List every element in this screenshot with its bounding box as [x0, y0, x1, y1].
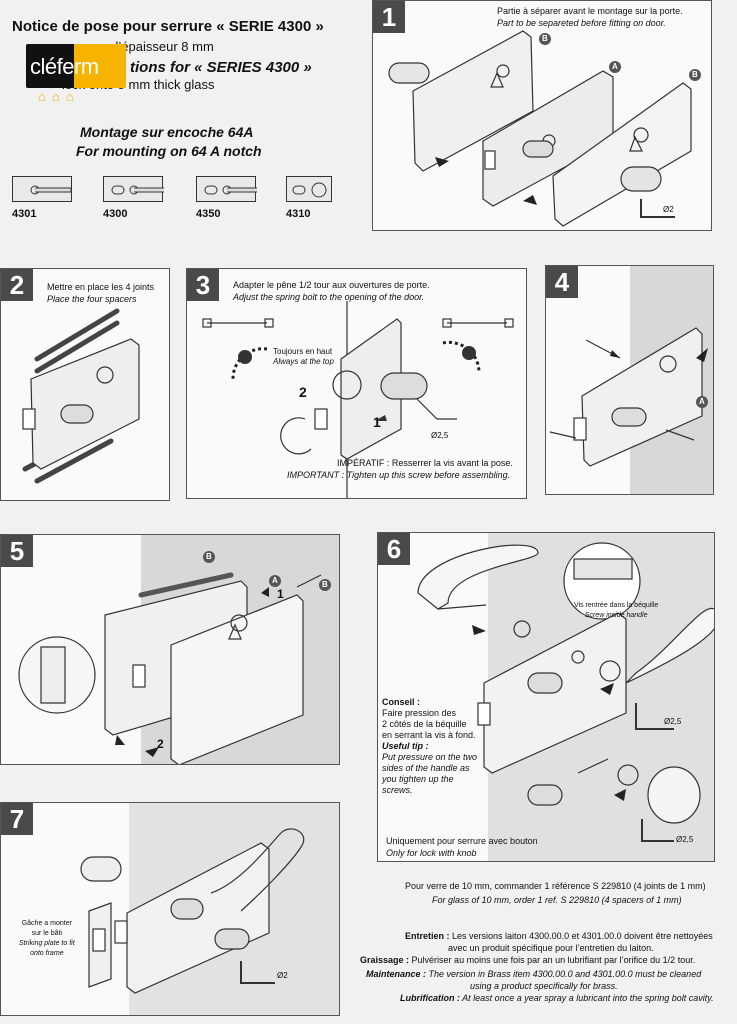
step-number: 3: [187, 269, 219, 301]
logo-text: cléferm: [30, 54, 99, 79]
label-a: A: [699, 397, 705, 406]
step-number: 2: [1, 269, 33, 301]
allen-key-size: Ø2,5: [664, 717, 682, 726]
graissage-note: Graissage : Pulvériser au moins une fois…: [360, 955, 696, 965]
step-7-panel: 7 Gâche a monter sur le bâti Striking pl…: [0, 802, 340, 1016]
step-4-panel: 4 A: [545, 265, 714, 495]
label-b: B: [542, 34, 548, 43]
handle-fitting-illustration: [417, 542, 714, 842]
model-4350: 4350: [196, 176, 257, 220]
label-b: B: [322, 580, 328, 589]
lock-thumbnail-icon: [196, 176, 257, 202]
glass-10mm-note-en: For glass of 10 mm, order 1 ref. S 22981…: [432, 895, 682, 905]
entretien-note-2: avec un produit spécifique pour l’entret…: [448, 943, 654, 953]
step-3-panel: 3 Adapter le pêne 1/2 tour aux ouverture…: [186, 268, 527, 499]
step-marker-2: 2: [299, 384, 307, 400]
step-number: 6: [378, 533, 410, 565]
lock-thumbnail-icon: [286, 176, 332, 202]
lock-thumbnail-icon: [12, 176, 72, 202]
logo-house-icons: ⌂⌂⌂: [38, 89, 80, 104]
allen-key-size: Ø2: [277, 971, 288, 980]
spacers-illustration: [22, 308, 140, 484]
lock-exploded-illustration: [388, 30, 701, 227]
step-marker-2: 2: [157, 737, 164, 751]
entretien-note: Entretien : Les versions laiton 4300.00.…: [405, 931, 713, 941]
striking-plate-illustration: [80, 828, 305, 994]
lock-assembly-illustration: [18, 551, 331, 764]
glass-10mm-note-fr: Pour verre de 10 mm, commander 1 référen…: [405, 881, 706, 891]
important-note: IMPORTANT : Tighten up this screw before…: [287, 470, 511, 480]
step-marker-1: 1: [277, 587, 284, 601]
allen-key-size: Ø2,5: [431, 431, 449, 440]
label-b: B: [692, 70, 698, 79]
lock-thumbnail-icon: [103, 176, 164, 202]
spring-bolt-illustration: [202, 301, 514, 498]
step-6-panel: 6 Vis rentrée dans la béqui: [377, 532, 715, 862]
step-marker-1: 1: [373, 414, 381, 430]
title-fr: Notice de pose pour serrure « SERIE 4300…: [12, 18, 324, 35]
step-1-caption: Partie à séparer avant le montage sur la…: [497, 6, 683, 28]
step-number: 1: [373, 1, 405, 33]
model-4300: 4300: [103, 176, 164, 220]
knob-only-note: Uniquement pour serrure avec bouton Only…: [386, 836, 538, 858]
step-number: 5: [1, 535, 33, 567]
maintenance-note-2: using a product specifically for brass.: [470, 981, 618, 991]
label-b: B: [206, 552, 212, 561]
maintenance-note: Maintenance : The version in Brass item …: [366, 969, 702, 979]
step-3-caption: Adapter le pêne 1/2 tour aux ouvertures …: [233, 280, 430, 302]
allen-key-size: Ø2,5: [676, 835, 694, 844]
label-a: A: [272, 576, 278, 585]
lubrication-note: Lubrification : At least once a year spr…: [400, 993, 714, 1003]
label-a: A: [612, 62, 618, 71]
model-4301: 4301: [12, 176, 72, 220]
step-5-panel: 5 B A B 1 2: [0, 534, 340, 765]
brand-logo: cléferm: [26, 44, 126, 88]
model-4310: 4310: [286, 176, 332, 220]
imperatif-note: IMPÉRATIF : Resserrer la vis avant la po…: [337, 458, 513, 468]
allen-key-size: Ø2: [663, 205, 674, 214]
striking-plate-note: Gâche a monter sur le bâti Striking plat…: [19, 920, 75, 957]
step-2-panel: 2 Mettre en place les 4 joints Place the…: [0, 268, 170, 501]
lock-on-glass-illustration: [549, 327, 708, 467]
step-1-panel: 1 Partie à séparer avant le montage sur …: [372, 0, 712, 231]
mounting-fr: Montage sur encoche 64A: [80, 124, 254, 140]
title-en: tions for « SERIES 4300 »: [130, 59, 312, 76]
step-number: 7: [1, 803, 33, 835]
step-2-caption: Mettre en place les 4 joints Place the f…: [47, 282, 155, 304]
mounting-en: For mounting on 64 A notch: [76, 143, 262, 159]
step-number: 4: [546, 266, 578, 298]
conseil-note: Conseil : Faire pression des 2 côtés de …: [382, 697, 478, 795]
